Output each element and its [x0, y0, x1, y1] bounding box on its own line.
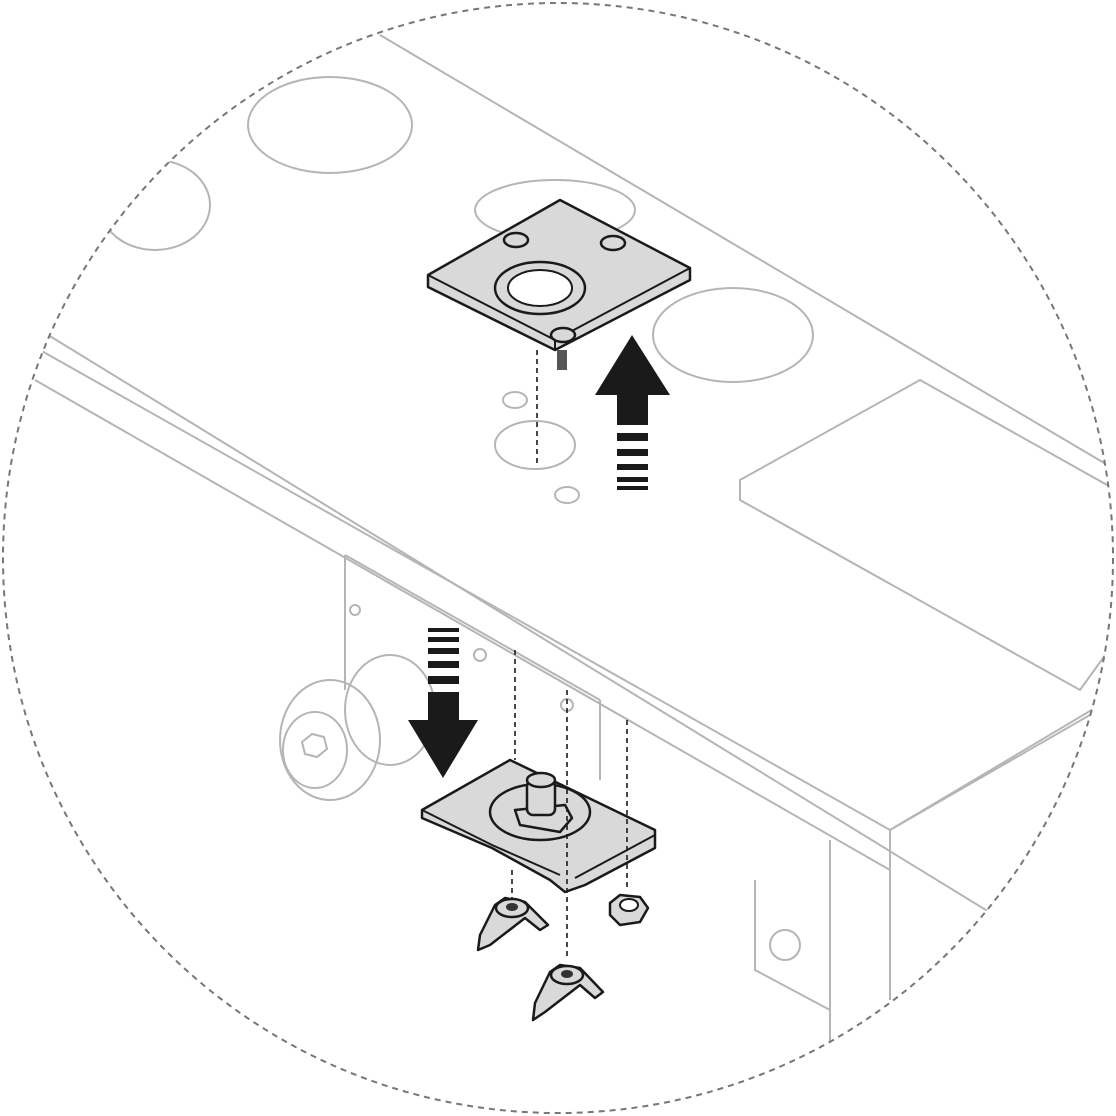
- recessed-panel: [739, 378, 1113, 692]
- screw: [769, 929, 801, 961]
- hex-nut: [608, 893, 650, 927]
- hole: [99, 159, 211, 251]
- knob: [279, 679, 381, 801]
- up-arrow-icon: [595, 335, 670, 490]
- wing-nut: [476, 896, 550, 952]
- hole: [494, 420, 576, 470]
- lower-mounting-plate: [420, 758, 657, 894]
- upper-mounting-plate: [426, 198, 692, 370]
- hole: [652, 287, 814, 383]
- context-structure: [34, 34, 1113, 1050]
- hole: [247, 76, 413, 174]
- wing-nut: [531, 963, 605, 1022]
- stud: [557, 350, 567, 370]
- down-arrow-icon: [408, 628, 478, 778]
